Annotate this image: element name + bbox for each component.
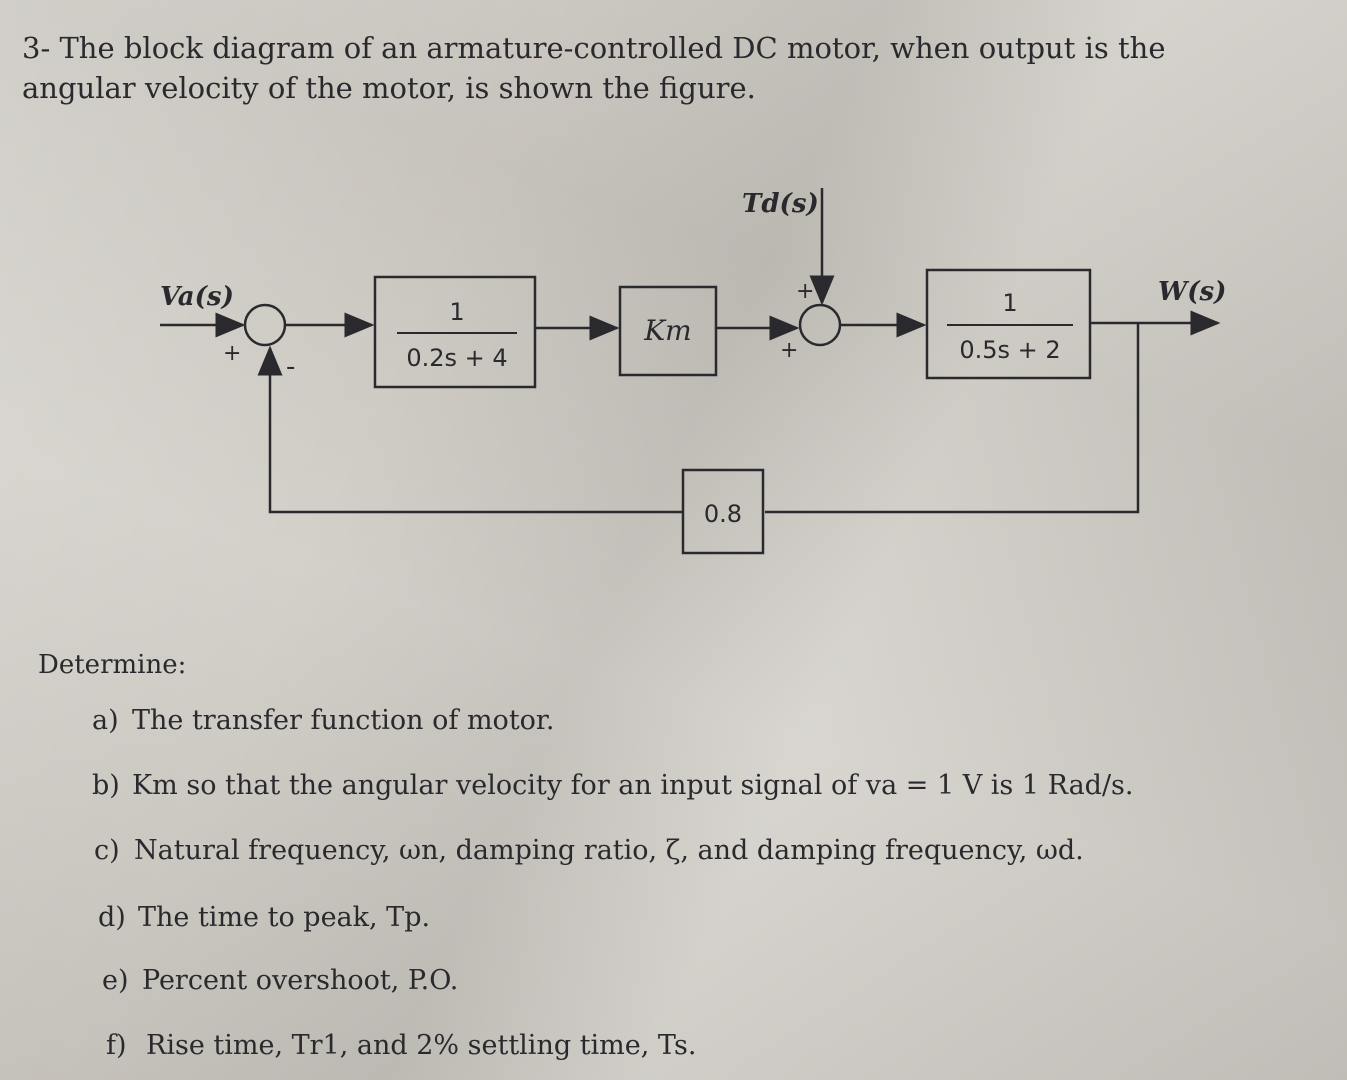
sum2-top-plus-sign: +	[796, 279, 814, 304]
question-f-mark: f)	[106, 1030, 127, 1061]
output-label: W(s)	[1158, 277, 1226, 307]
disturbance-label: Td(s)	[742, 189, 819, 219]
summing-junction-1	[243, 303, 287, 347]
question-e: e) Percent overshoot, P.O.	[102, 965, 458, 996]
block-km	[618, 285, 718, 377]
question-d: d) The time to peak, Tp.	[98, 902, 430, 933]
feedback-path-right	[765, 323, 1140, 514]
question-a-mark: a)	[92, 705, 119, 736]
block3-denominator: 0.5s + 2	[959, 336, 1060, 364]
question-f-text: Rise time, Tr1, and 2% settling time, Ts…	[146, 1030, 697, 1061]
input-label: Va(s)	[160, 282, 234, 312]
question-b-mark: b)	[92, 770, 120, 801]
summing-junction-2	[798, 303, 842, 347]
question-c: c) Natural frequency, ωn, damping ratio, …	[94, 835, 1084, 866]
question-b: b) Km so that the angular velocity for an…	[92, 770, 1134, 801]
sum1-plus-sign: +	[223, 341, 241, 366]
question-b-text: Km so that the angular velocity for an i…	[132, 770, 1134, 801]
question-a: a) The transfer function of motor.	[92, 705, 554, 736]
question-d-mark: d)	[98, 902, 126, 933]
km-label: Km	[643, 314, 691, 347]
questions-heading: Determine:	[38, 650, 187, 680]
question-e-mark: e)	[102, 965, 129, 996]
question-f: f) Rise time, Tr1, and 2% settling time, …	[106, 1030, 696, 1061]
problem-statement: 3- The block diagram of an armature-cont…	[22, 31, 1166, 105]
question-c-text: Natural frequency, ωn, damping ratio, ζ,…	[134, 835, 1084, 866]
question-a-text: The transfer function of motor.	[132, 705, 555, 736]
block1-denominator: 0.2s + 4	[406, 344, 507, 372]
question-e-text: Percent overshoot, P.O.	[142, 965, 459, 996]
question-c-mark: c)	[94, 835, 120, 866]
block-armature	[373, 275, 537, 389]
feedback-gain-label: 0.8	[704, 500, 742, 528]
block3-numerator: 1	[1002, 289, 1017, 317]
question-d-text: The time to peak, Tp.	[138, 902, 431, 933]
sum1-minus-sign: -	[286, 352, 295, 382]
feedback-path-left	[257, 345, 683, 514]
block1-numerator: 1	[449, 298, 464, 326]
sum2-bottom-plus-sign: +	[780, 338, 798, 363]
